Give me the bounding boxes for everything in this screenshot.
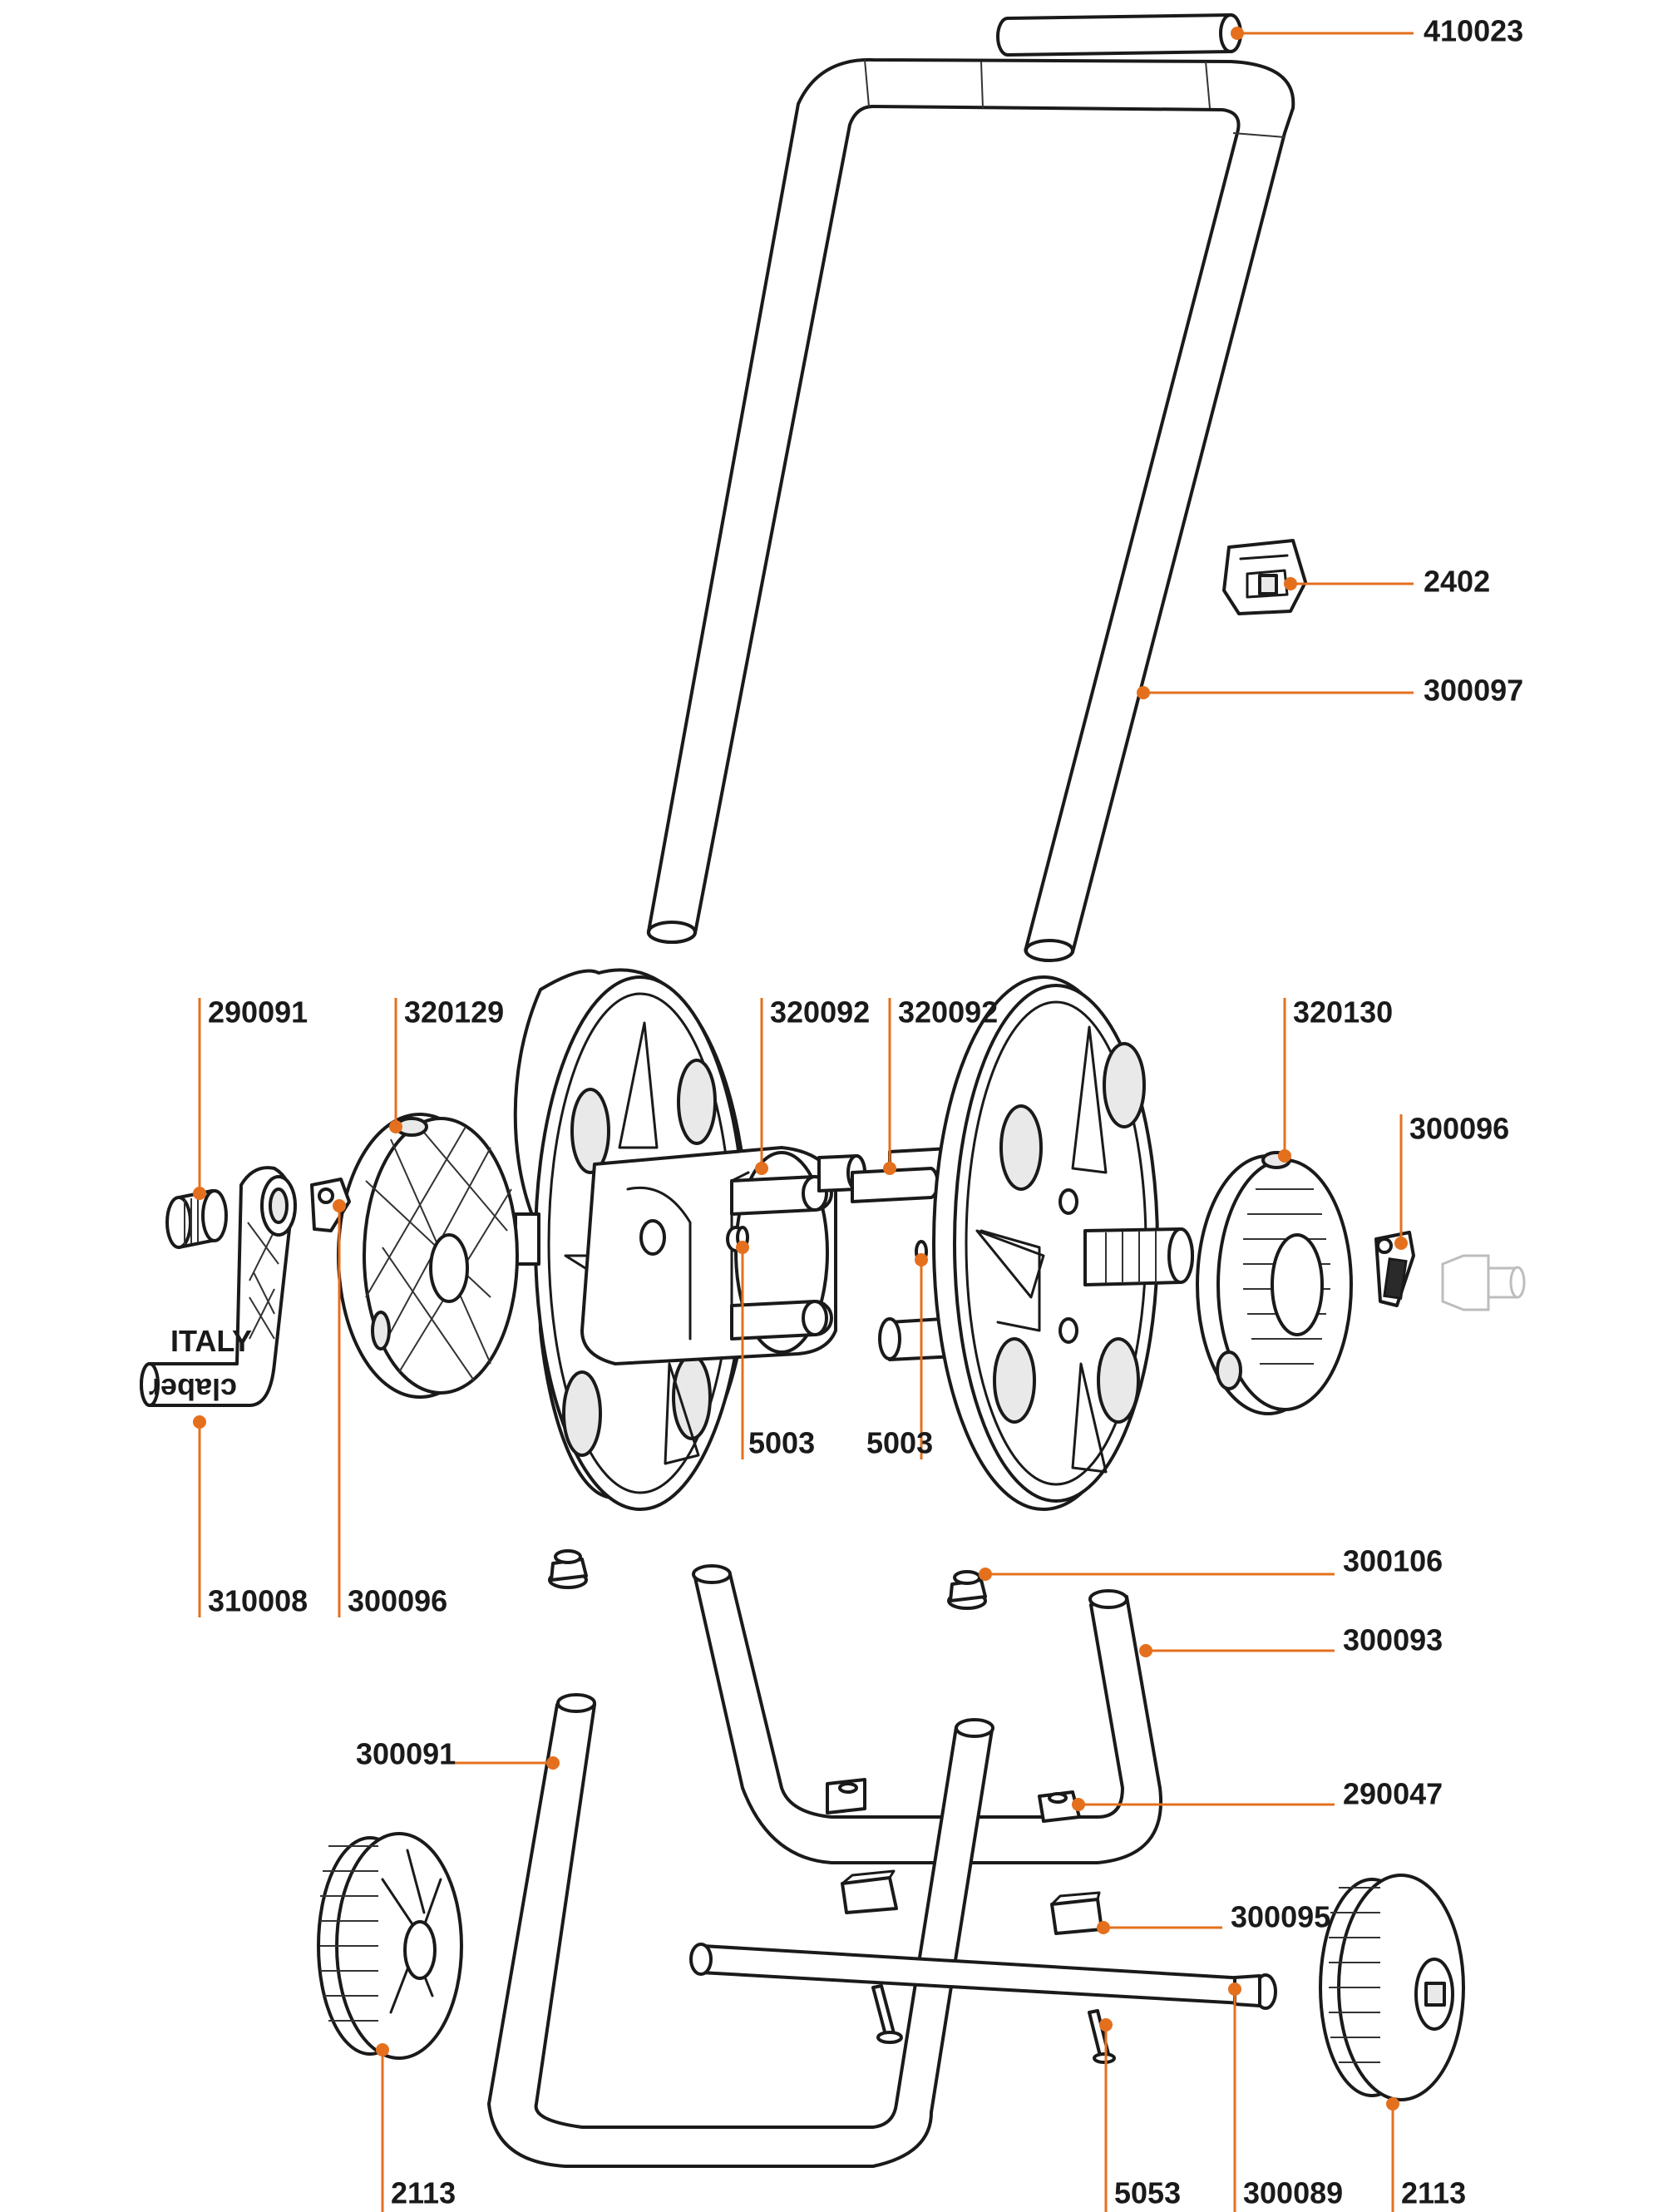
callout-label: 320129 [404, 995, 504, 1029]
bracket-left [841, 1869, 898, 1914]
callout-label: 5053 [1114, 2176, 1181, 2210]
left-reel-disc [513, 968, 866, 1511]
callout-label: 300091 [356, 1737, 456, 1771]
clamp-left [826, 1778, 866, 1815]
callout-label: 2402 [1424, 565, 1490, 599]
crank-handle: claber [140, 1166, 297, 1407]
hose-connector-ghost [1441, 1254, 1526, 1311]
callout-label: 300089 [1243, 2176, 1343, 2210]
front-frame [487, 1693, 994, 2168]
callout-dots [193, 27, 1408, 2111]
bracket-right [1050, 1891, 1103, 1935]
callout-label: 300096 [1409, 1112, 1509, 1146]
callout-label: 320092 [898, 995, 998, 1029]
left-cover [337, 1113, 519, 1399]
callout-label: 5003 [866, 1426, 933, 1460]
callout-label: 300097 [1424, 674, 1523, 708]
callout-label: 300096 [348, 1584, 447, 1618]
right-cover [1196, 1151, 1353, 1415]
callout-label: 290047 [1343, 1777, 1443, 1811]
axle-pin-right [1088, 2009, 1116, 2064]
grip-tube [996, 13, 1242, 57]
hose-guide-clip [1222, 539, 1307, 615]
foot-plug-right [947, 1570, 987, 1610]
callout-label: 300106 [1343, 1544, 1443, 1578]
callout-label: 320130 [1293, 995, 1393, 1029]
left-wheel [317, 1832, 463, 2060]
callout-label: 320092 [770, 995, 870, 1029]
right-latch [1374, 1231, 1415, 1307]
crank-brand-text: claber [149, 1372, 237, 1406]
callout-label: 2113 [391, 2176, 456, 2210]
axle-pin-left [871, 1984, 903, 2044]
callout-label: 5003 [748, 1426, 815, 1460]
callout-leaders [198, 32, 1414, 2212]
handle-frame [646, 57, 1295, 962]
callout-label: 290091 [208, 995, 308, 1029]
axle [689, 1943, 1277, 2010]
callout-label: 300095 [1231, 1900, 1330, 1934]
callout-label: 310008 [208, 1584, 308, 1618]
foot-plug-left [548, 1549, 588, 1589]
callout-label: 2113 [1401, 2176, 1466, 2210]
clamp-right [1038, 1790, 1081, 1823]
right-reel-disc [851, 975, 1194, 1511]
knob-nut [165, 1189, 228, 1249]
crank-origin-text: ITALY [170, 1324, 252, 1358]
rear-frame [692, 1564, 1162, 1864]
callout-label: 410023 [1424, 14, 1523, 48]
callout-label: 300093 [1343, 1623, 1443, 1657]
right-wheel [1319, 1874, 1465, 2101]
